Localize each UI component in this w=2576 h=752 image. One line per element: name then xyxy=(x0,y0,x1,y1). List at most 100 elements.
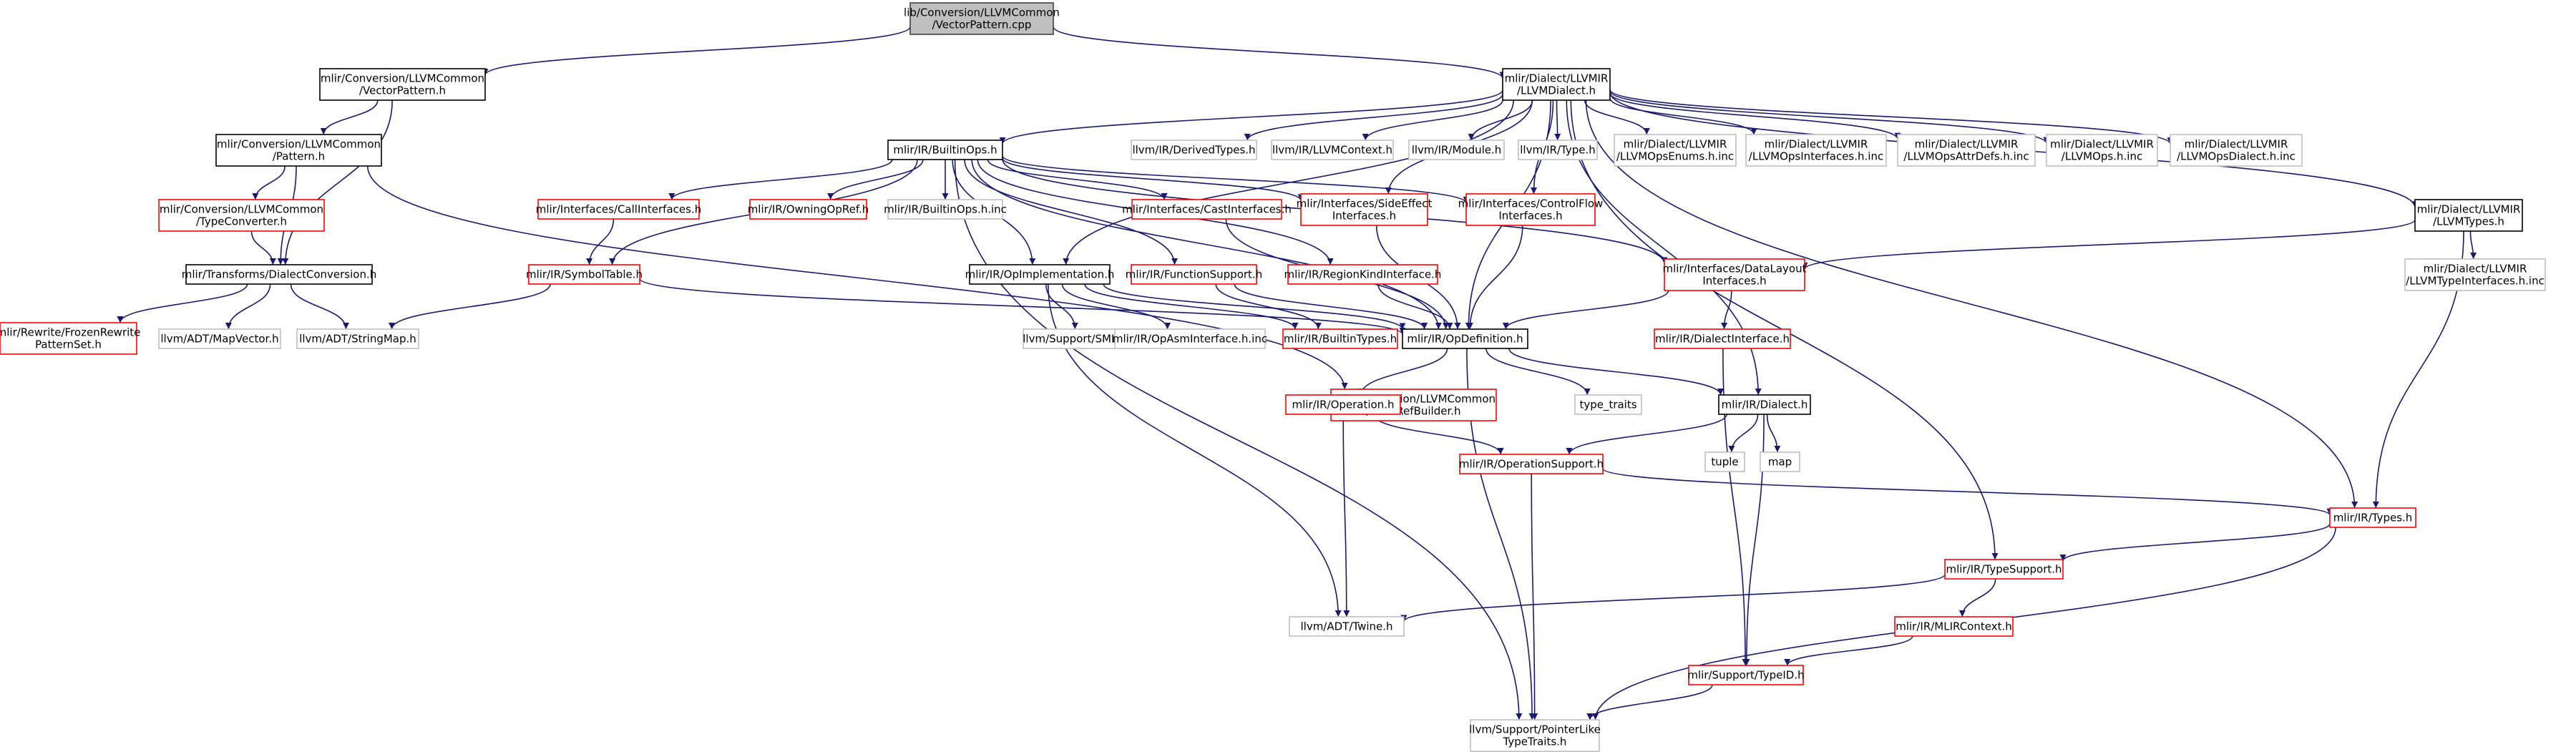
node-box xyxy=(1664,258,1805,291)
node-mlir-ir-dialectinterface-h[interactable]: mlir/IR/DialectInterface.h xyxy=(1654,328,1791,349)
edge-n38-to-n47 xyxy=(1342,414,1350,617)
node-box xyxy=(1502,68,1611,101)
node-mlir-interfaces-castinterfaces-h[interactable]: mlir/Interfaces/CastInterfaces.h xyxy=(1122,199,1292,220)
node-mlir-interfaces-callinterfaces-h[interactable]: mlir/Interfaces/CallInterfaces.h xyxy=(536,199,701,220)
node-llvm-adt-twine-h: llvm/ADT/Twine.h xyxy=(1289,616,1405,637)
node-mlir-ir-builtinops-h[interactable]: mlir/IR/BuiltinOps.h xyxy=(887,140,1003,160)
node-label-line: llvm/ADT/StringMap.h xyxy=(299,332,416,345)
edge-n2-to-n44 xyxy=(1585,99,2358,509)
node-box xyxy=(2170,134,2303,167)
edge-n2-to-n16 xyxy=(1609,97,1757,135)
node-label-line: mlir/IR/OpDefinition.h xyxy=(1407,332,1523,345)
edge-n10-to-n27 xyxy=(1002,155,1470,204)
node-mlir-ir-dialect-h[interactable]: mlir/IR/Dialect.h xyxy=(1718,394,1811,415)
node-tuple: tuple xyxy=(1704,451,1745,472)
node-mlir-dialect-llvmir-llvmdialect-h[interactable]: mlir/Dialect/LLVMIR/LLVMDialect.h xyxy=(1502,68,1611,101)
node-mlir-ir-mlircontext-h[interactable]: mlir/IR/MLIRContext.h xyxy=(1894,616,2014,637)
node-box xyxy=(749,199,867,220)
node-label-line: mlir/Conversion/LLVMCommon xyxy=(160,202,323,215)
node-mlir-ir-operation-h[interactable]: mlir/IR/Operation.h xyxy=(1285,394,1401,415)
edge-n45-to-n46 xyxy=(1958,578,1996,617)
node-lib-conversion-llvmcommon-vectorpattern-cpp[interactable]: lib/Conversion/LLVMCommon/VectorPattern.… xyxy=(904,2,1060,35)
node-mlir-support-typeid-h[interactable]: mlir/Support/TypeID.h xyxy=(1687,665,1805,685)
node-box xyxy=(1718,394,1811,415)
node-mlir-ir-symboltable-h[interactable]: mlir/IR/SymbolTable.h xyxy=(526,264,643,285)
node-label-line: mlir/IR/OperationSupport.h xyxy=(1459,457,1604,470)
node-mlir-conversion-llvmcommon-pattern-h[interactable]: mlir/Conversion/LLVMCommon/Pattern.h xyxy=(215,134,382,167)
node-box xyxy=(1894,616,2014,637)
node-label-line: /LLVMOpsAttrDefs.h.inc xyxy=(1903,150,2029,162)
node-mlir-ir-owningopref-h[interactable]: mlir/IR/OwningOpRef.h xyxy=(748,199,869,220)
node-label-line: map xyxy=(1768,455,1792,468)
node-mlir-ir-functionsupport-h[interactable]: mlir/IR/FunctionSupport.h xyxy=(1126,264,1262,285)
edge-n40-to-n41 xyxy=(1728,414,1759,453)
node-box xyxy=(887,199,1003,220)
edge-n43-to-n44 xyxy=(1602,468,2333,516)
edge-n4-to-n7 xyxy=(117,283,248,323)
node-label-line: /LLVMOpsInterfaces.h.inc xyxy=(1749,150,1883,162)
node-label-line: Interfaces.h xyxy=(1498,209,1562,222)
node-label-line: lib/Conversion/LLVMCommon xyxy=(904,6,1060,19)
node-mlir-ir-operationsupport-h[interactable]: mlir/IR/OperationSupport.h xyxy=(1459,454,1604,474)
node-label-line: llvm/Support/SMLoc.h xyxy=(1023,332,1139,345)
node-box xyxy=(2404,258,2546,291)
node-box xyxy=(887,140,1003,160)
node-box xyxy=(158,199,325,232)
node-box xyxy=(1745,134,1887,167)
node-label-line: /Pattern.h xyxy=(273,150,325,162)
node-mlir-ir-regionkindinterface-h[interactable]: mlir/IR/RegionKindInterface.h xyxy=(1284,264,1442,285)
edge-n29-to-n35 xyxy=(1084,283,1299,330)
node-label-line: llvm/ADT/Twine.h xyxy=(1300,620,1392,633)
edge-n36-to-n40 xyxy=(1508,348,1724,396)
node-label-line: mlir/IR/OwningOpRef.h xyxy=(748,202,869,215)
edge-n2-to-n11 xyxy=(1244,94,1503,141)
edge-n0-to-n2 xyxy=(1053,26,1506,79)
edge-n4-to-n8 xyxy=(225,283,271,330)
node-label-line: mlir/IR/SymbolTable.h xyxy=(526,268,643,280)
node-box xyxy=(1760,451,1800,472)
edge-n30-to-n36 xyxy=(1234,283,1428,330)
node-mlir-ir-types-h[interactable]: mlir/IR/Types.h xyxy=(2329,507,2416,528)
node-mlir-ir-builtinops-h-inc: mlir/IR/BuiltinOps.h.inc xyxy=(884,199,1007,220)
node-label-line: llvm/IR/LLVMContext.h xyxy=(1272,143,1392,156)
node-mlir-dialect-llvmir-llvmopsattrdefs-h-inc: mlir/Dialect/LLVMIR/LLVMOpsAttrDefs.h.in… xyxy=(1897,134,2036,167)
edge-n10-to-n26 xyxy=(1002,157,1304,201)
edge-n4-to-n9 xyxy=(290,283,349,330)
node-type-traits: type_traits xyxy=(1574,394,1642,415)
node-label-line: /LLVMOpsDialect.h.inc xyxy=(2177,150,2296,162)
edge-n44-to-n45 xyxy=(2059,523,2331,562)
node-mlir-transforms-dialectconversion-h[interactable]: mlir/Transforms/DialectConversion.h xyxy=(182,264,376,285)
node-label-line: llvm/IR/DerivedTypes.h xyxy=(1132,143,1255,156)
node-box xyxy=(1131,199,1282,220)
node-label-line: Interfaces.h xyxy=(1332,209,1396,222)
node-label-line: mlir/IR/BuiltinOps.h.inc xyxy=(884,202,1007,215)
node-mlir-ir-builtintypes-h[interactable]: mlir/IR/BuiltinTypes.h xyxy=(1282,328,1398,349)
node-box xyxy=(319,68,486,101)
node-box xyxy=(1282,328,1398,349)
node-box xyxy=(1408,140,1505,160)
node-mlir-dialect-llvmir-llvmtypes-h[interactable]: mlir/Dialect/LLVMIR/LLVMTypes.h xyxy=(2414,199,2523,232)
edge-n27-to-n36 xyxy=(1466,225,1523,330)
node-label-line: TypeTraits.h xyxy=(1503,735,1567,748)
node-label-line: mlir/Dialect/LLVMIR xyxy=(2050,137,2154,150)
node-mlir-dialect-llvmir-llvmopsdialect-h-inc: mlir/Dialect/LLVMIR/LLVMOpsDialect.h.inc xyxy=(2170,134,2303,167)
node-box xyxy=(2414,199,2523,232)
node-mlir-conversion-llvmcommon-vectorpattern-h[interactable]: mlir/Conversion/LLVMCommon/VectorPattern… xyxy=(319,68,486,101)
node-label-line: mlir/Dialect/LLVMIR xyxy=(1624,137,1727,150)
node-label-line: type_traits xyxy=(1579,398,1636,411)
node-mlir-ir-typesupport-h[interactable]: mlir/IR/TypeSupport.h xyxy=(1944,559,2064,580)
node-llvm-adt-stringmap-h: llvm/ADT/StringMap.h xyxy=(296,328,419,349)
edge-n10-to-n25 xyxy=(987,159,1168,200)
edge-n20-to-n21 xyxy=(2469,230,2477,260)
node-label-line: mlir/IR/OpImplementation.h xyxy=(965,268,1115,280)
node-label-line: /LLVMOpsEnums.h.inc xyxy=(1616,150,1734,162)
node-mlir-ir-opdefinition-h[interactable]: mlir/IR/OpDefinition.h xyxy=(1402,328,1528,349)
node-label-line: llvm/IR/Type.h xyxy=(1520,143,1596,156)
node-mlir-conversion-llvmcommon-typeconverter-h[interactable]: mlir/Conversion/LLVMCommon/TypeConverter… xyxy=(158,199,325,232)
node-mlir-ir-opimplementation-h[interactable]: mlir/IR/OpImplementation.h xyxy=(965,264,1115,285)
